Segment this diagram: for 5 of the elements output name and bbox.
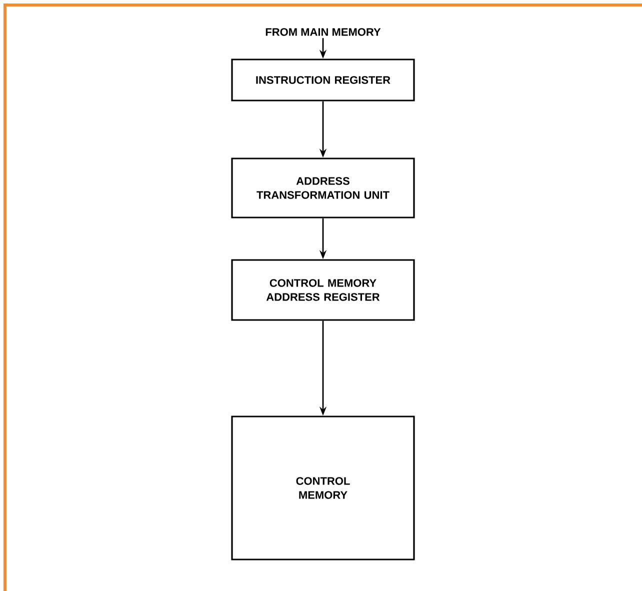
source-label: FROM MAIN MEMORY: [266, 28, 381, 36]
process-box: INSTRUCTION REGISTER: [231, 58, 415, 102]
process-box: ADDRESS TRANSFORMATION UNIT: [231, 158, 415, 218]
process-box: CONTROL MEMORY: [231, 416, 415, 560]
process-box: CONTROL MEMORY ADDRESS REGISTER: [231, 259, 415, 321]
